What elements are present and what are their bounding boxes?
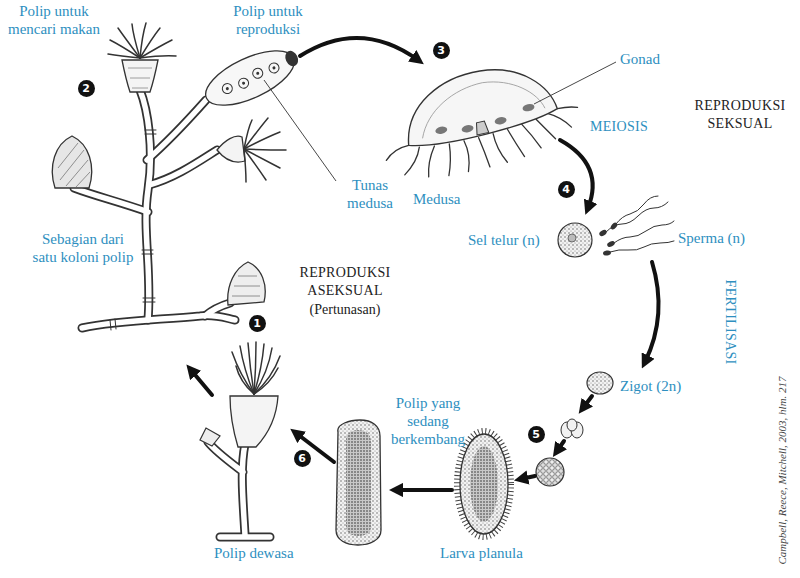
closed-hydrotheca <box>52 136 91 188</box>
callout-number: 1 <box>249 315 266 332</box>
stage-heading: REPRODUKSI ASEKSUAL <box>289 264 401 300</box>
part-label: Larva planula <box>440 544 523 562</box>
developing-polyp <box>336 420 381 545</box>
part-label: Polip untuk reproduksi <box>222 2 314 38</box>
reproductive-polyp <box>198 38 306 117</box>
blastula <box>536 458 564 486</box>
part-label: Polip untuk mencari makan <box>2 2 106 38</box>
cycle-arrows <box>191 38 659 490</box>
hydrotheca <box>228 262 265 305</box>
stage-heading: REPRODUKSI SEKSUAL <box>686 97 794 133</box>
cleavage-embryo <box>561 419 583 438</box>
part-label: Sperma (n) <box>678 229 745 247</box>
callout-number: 2 <box>78 80 95 97</box>
sperm-cells <box>598 196 674 256</box>
part-label: Tunas medusa <box>338 176 402 212</box>
colony-stems <box>74 90 235 330</box>
callout-number: 5 <box>528 426 545 443</box>
part-label: Sebagian dari satu koloni polip <box>29 230 137 266</box>
stage-heading: FERTILISASI <box>721 280 739 365</box>
callout-number: 6 <box>294 450 311 467</box>
feeding-polyp <box>108 23 176 92</box>
planula-larva <box>457 431 511 537</box>
part-label: Sel telur (n) <box>468 231 540 249</box>
part-label: Zigot (2n) <box>620 377 681 395</box>
callout-number: 4 <box>558 181 575 198</box>
feeding-polyp <box>217 118 286 182</box>
part-label: (Pertunasan) <box>295 301 395 319</box>
source-citation: Campbell, Reece, Mitchell, 2003, hlm. 21… <box>776 376 789 564</box>
egg-cell <box>558 223 592 257</box>
stage-heading: MEIOSIS <box>590 118 648 136</box>
leader-line <box>534 62 616 104</box>
medusa <box>372 53 586 188</box>
zygote <box>587 372 613 394</box>
part-label: Polip dewasa <box>214 544 294 562</box>
part-label: Gonad <box>620 50 660 68</box>
part-label: Medusa <box>413 190 461 208</box>
adult-polyp <box>200 342 280 537</box>
part-label: Polip yang sedang berkembang <box>388 394 468 448</box>
callout-number: 3 <box>433 42 450 59</box>
